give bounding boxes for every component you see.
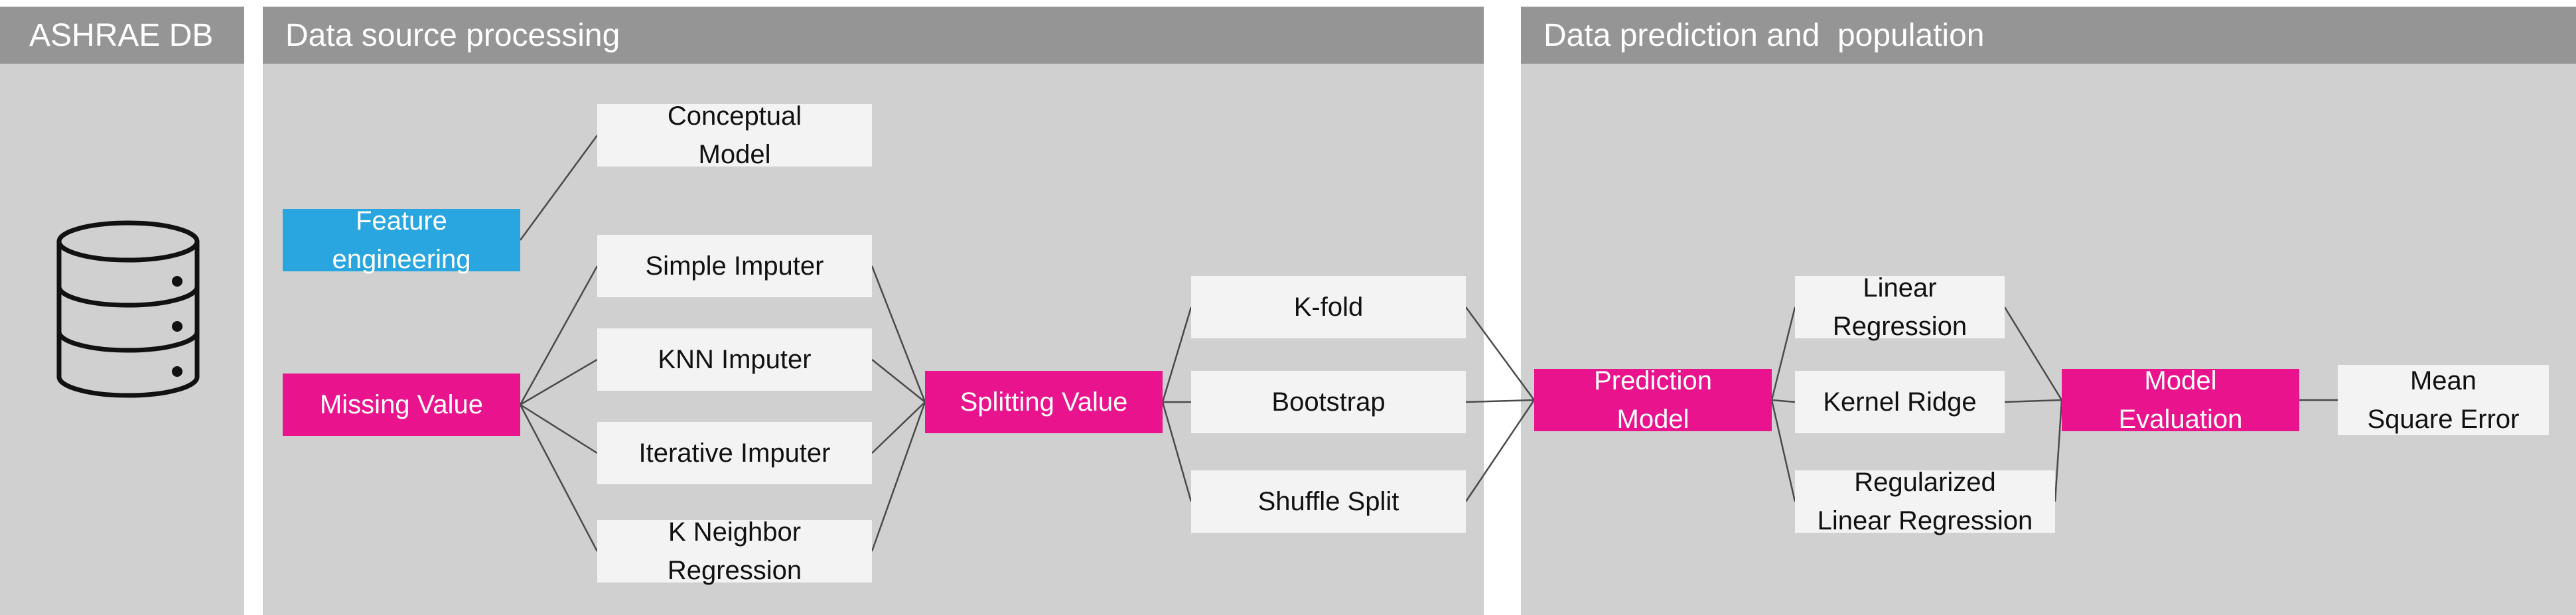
node-label-line: Bootstrap <box>1271 387 1386 417</box>
node-label-line: Regularized <box>1854 468 1996 497</box>
node-label-line: Kernel Ridge <box>1823 387 1977 417</box>
node-label-line: Linear <box>1863 273 1937 303</box>
ashrae-db-panel: ASHRAE DB <box>0 7 244 615</box>
kernel-ridge-node: Kernel Ridge <box>1795 371 2005 433</box>
node-label-line: Mean <box>2409 366 2477 395</box>
connector-missing_value-to-simple_imputer <box>519 265 599 405</box>
node-label-line: Missing Value <box>319 390 484 419</box>
node-label-line: K Neighbor <box>668 517 802 547</box>
node-label-line: Regression <box>1832 312 1968 341</box>
node-label-line: Linear Regression <box>1817 506 2033 535</box>
node-label-line: Simple Imputer <box>645 251 824 281</box>
connector-kernel_ridge-to-model_evaluation <box>2004 399 2062 403</box>
data-prediction-header: Data prediction and population <box>1521 7 2576 64</box>
feature-engineering-node: Feature engineering <box>283 206 520 274</box>
connector-simple_imputer-to-splitting_value <box>871 265 926 403</box>
node-label-line: Feature <box>356 206 447 236</box>
node-label-line: Model <box>1616 405 1689 434</box>
connector-prediction_model-to-linear_regression <box>1770 307 1796 401</box>
connector-prediction_model-to-regularized_linear_regression <box>1770 399 1796 502</box>
node-label-line: Square Error <box>2367 405 2520 434</box>
connector-iterative_imputer-to-splitting_value <box>871 401 926 454</box>
connector-feature_engineering-to-conceptual_model <box>519 135 599 241</box>
connector-bootstrap-to-prediction_model <box>1465 399 1535 403</box>
node-label-line: KNN Imputer <box>658 345 812 374</box>
node-label-line: Iterative Imputer <box>638 439 831 468</box>
node-label-line: Prediction <box>1594 366 1712 395</box>
connector-shuffle_split-to-prediction_model <box>1465 399 1536 502</box>
bootstrap-node: Bootstrap <box>1191 371 1466 433</box>
connector-missing_value-to-iterative_imputer <box>520 403 598 454</box>
connector-missing_value-to-knn_imputer <box>520 358 598 406</box>
shuffle-split-node: Shuffle Split <box>1191 470 1466 533</box>
connector-regularized_linear_regression-to-model_evaluation <box>2054 399 2063 502</box>
connector-missing_value-to-k_neighbor_regression <box>519 404 599 552</box>
node-label-line: Regression <box>667 556 802 585</box>
node-label-line: Evaluation <box>2118 405 2243 434</box>
node-label-line: Conceptual <box>667 102 802 131</box>
data-source-processing-header: Data source processing <box>263 7 1484 64</box>
knn-imputer-node: KNN Imputer <box>597 328 872 391</box>
missing-value-node: Missing Value <box>283 374 520 436</box>
k-fold-node: K-fold <box>1191 276 1466 338</box>
connector-knn_imputer-to-splitting_value <box>871 359 926 403</box>
node-label-line: Shuffle Split <box>1257 487 1399 516</box>
connector-prediction_model-to-kernel_ridge <box>1771 399 1796 403</box>
node-label-line: engineering <box>332 245 471 274</box>
connector-splitting_value-to-k_fold <box>1161 307 1192 403</box>
node-label-line: Splitting Value <box>960 387 1128 417</box>
iterative-imputer-node: Iterative Imputer <box>597 422 872 484</box>
database-icon <box>56 220 200 398</box>
splitting-value-node: Splitting Value <box>925 371 1163 433</box>
connector-k_fold-to-prediction_model <box>1465 307 1536 401</box>
node-label-line: Model <box>2144 366 2217 395</box>
ashrae-db-header: ASHRAE DB <box>0 7 244 64</box>
node-label-line: K-fold <box>1293 293 1364 322</box>
connector-splitting_value-to-shuffle_split <box>1161 401 1192 502</box>
connector-k_neighbor_regression-to-splitting_value <box>871 401 926 552</box>
simple-imputer-node: Simple Imputer <box>597 235 872 297</box>
node-label-line: Model <box>698 140 771 169</box>
connector-linear_regression-to-model_evaluation <box>2003 307 2063 401</box>
